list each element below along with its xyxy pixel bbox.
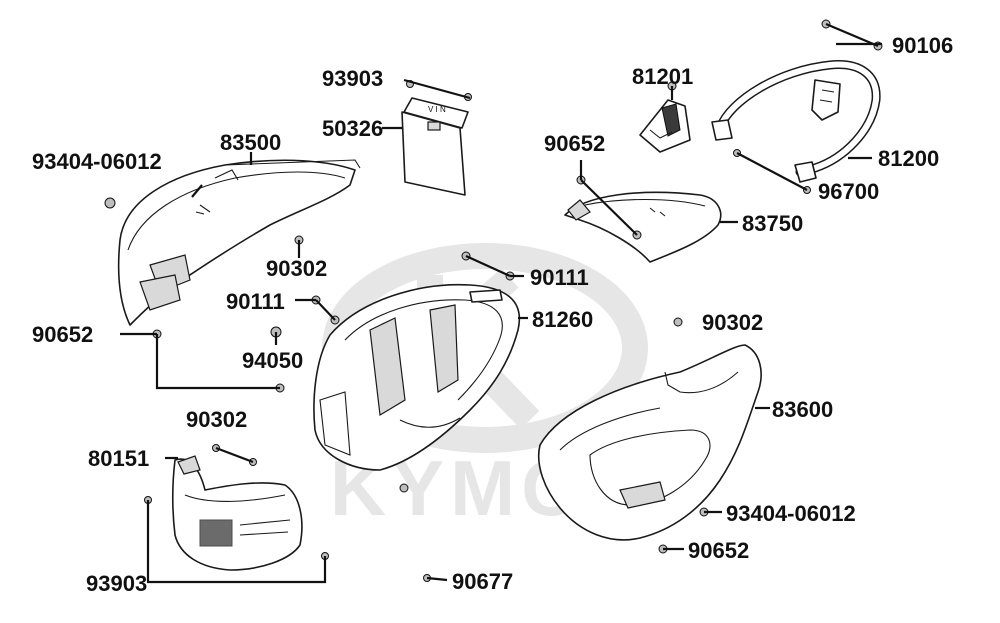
clip-icon <box>399 483 409 493</box>
label-93903-bottom: 93903 <box>86 571 147 596</box>
grab-rail-icon <box>711 60 881 183</box>
label-80151: 80151 <box>88 446 149 471</box>
svg-text:V I N: V I N <box>428 105 446 114</box>
clip-icon <box>673 317 683 327</box>
part-labels: 90106 93903 81201 50326 83500 90652 8120… <box>32 33 953 596</box>
label-90652-bottom: 90652 <box>688 538 749 563</box>
label-81260: 81260 <box>532 307 593 332</box>
label-93404-06012-left: 93404-06012 <box>32 149 162 174</box>
label-94050: 94050 <box>242 348 303 373</box>
label-81200: 81200 <box>878 146 939 171</box>
rail-bracket-icon <box>639 99 691 153</box>
rear-center-cover-icon <box>564 191 722 263</box>
label-90652-left: 90652 <box>32 322 93 347</box>
label-90302-c: 90302 <box>186 407 247 432</box>
label-90652-right: 90652 <box>544 131 605 156</box>
inner-box-icon <box>313 283 521 471</box>
leader-lines <box>120 22 882 584</box>
body-cover-left-icon <box>117 159 361 326</box>
label-90111-right: 90111 <box>530 265 589 290</box>
label-90106: 90106 <box>892 33 953 58</box>
label-93404-06012-right: 93404-06012 <box>726 501 856 526</box>
label-90111-left: 90111 <box>226 289 285 314</box>
front-lower-cover-icon <box>171 455 303 571</box>
vin-plate-icon: V I N <box>401 97 469 196</box>
label-83500: 83500 <box>220 130 281 155</box>
body-cover-right-icon <box>537 344 762 541</box>
label-93903-top: 93903 <box>322 66 383 91</box>
label-83750: 83750 <box>742 211 803 236</box>
label-90302-a: 90302 <box>266 256 327 281</box>
label-90677: 90677 <box>452 569 513 594</box>
label-81201: 81201 <box>632 64 693 89</box>
label-96700: 96700 <box>818 179 879 204</box>
label-90302-b: 90302 <box>702 310 763 335</box>
screw-icon <box>104 197 116 209</box>
label-50326: 50326 <box>322 116 383 141</box>
label-83600: 83600 <box>772 397 833 422</box>
